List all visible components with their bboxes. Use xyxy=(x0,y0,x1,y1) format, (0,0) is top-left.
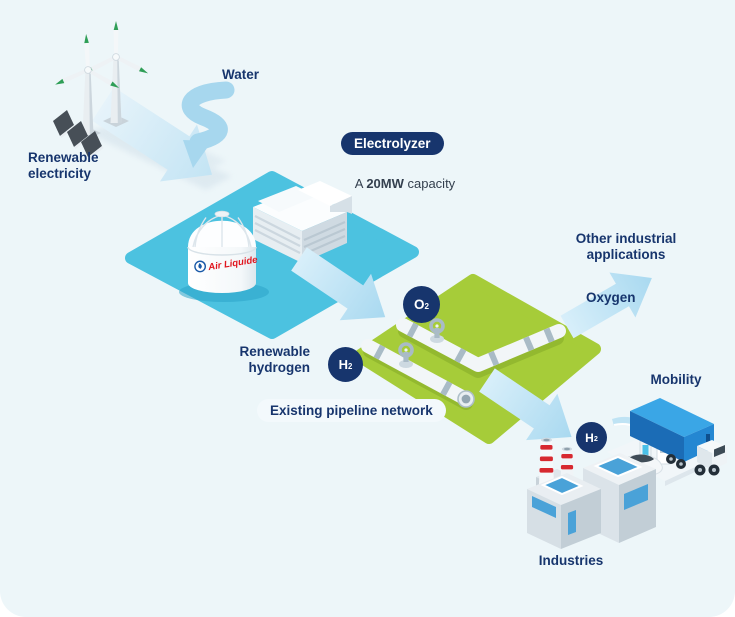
distribution-arrow-icon xyxy=(479,368,572,441)
renewable-electricity-line1: Renewable xyxy=(28,150,99,165)
truck-icon xyxy=(630,398,727,476)
oxygen-arrow-icon xyxy=(560,272,652,339)
water-arrow-icon xyxy=(181,81,235,168)
renewable-electricity-label: Renewable electricity xyxy=(28,150,99,183)
other-industrial-label: Other industrial applications xyxy=(556,231,696,264)
h2-pipeline-symbol: H xyxy=(338,357,349,372)
other-industrial-line2: applications xyxy=(586,247,666,263)
capacity-label: A 20MW capacity xyxy=(341,161,455,206)
o2-symbol: O xyxy=(413,297,425,312)
electricity-arrow-icon xyxy=(92,87,213,182)
other-industrial-line1: Other industrial xyxy=(575,231,677,246)
water-label: Water xyxy=(222,67,260,82)
air-liquide-dome-icon: Air Liquide xyxy=(179,210,269,302)
renewable-hydrogen-label: Renewable hydrogen xyxy=(222,344,310,377)
electrolyzer-badge: Electrolyzer xyxy=(341,132,444,155)
oxygen-pipe-icon xyxy=(396,318,566,372)
electrolyzer-platform: Air Liquide xyxy=(125,171,419,339)
solar-panels-icon xyxy=(53,110,104,159)
renewable-hydrogen-line1: Renewable xyxy=(239,344,310,359)
industries-label: Industries xyxy=(538,553,604,568)
hydrogen-flow-arrow-icon xyxy=(291,247,386,321)
oxygen-label: Oxygen xyxy=(586,290,636,305)
factory-icon xyxy=(527,437,656,549)
hydrogen-pipe-icon xyxy=(361,339,475,408)
capacity-prefix: A xyxy=(354,176,367,191)
wind-turbines-icon xyxy=(55,21,149,139)
capacity-suffix: capacity xyxy=(403,176,456,191)
pipeline-network-badge: Existing pipeline network xyxy=(257,399,446,422)
h2-distribution-symbol: H xyxy=(585,430,594,445)
renewable-electricity-line2: electricity xyxy=(28,166,92,182)
electrolyzer-building-icon xyxy=(253,181,352,263)
capacity-value: 20MW xyxy=(366,176,404,191)
renewable-hydrogen-line2: hydrogen xyxy=(248,360,310,376)
mobility-label: Mobility xyxy=(650,372,702,387)
